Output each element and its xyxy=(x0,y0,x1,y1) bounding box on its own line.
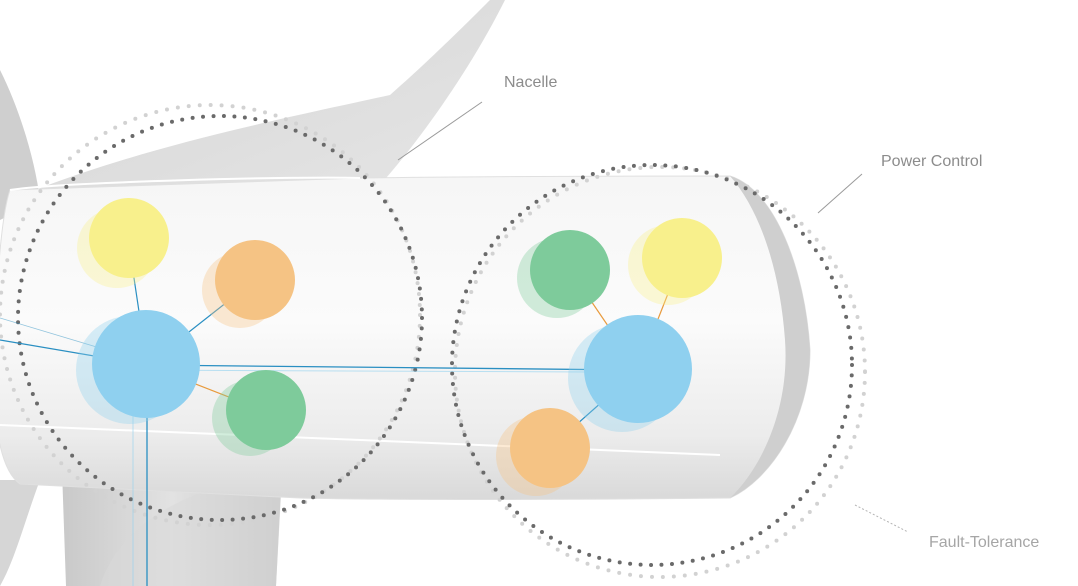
tower xyxy=(62,470,282,586)
turbine-blades xyxy=(0,0,505,586)
left-ring-light xyxy=(0,103,422,527)
right-ring-light xyxy=(453,165,867,579)
power-control-leader xyxy=(817,173,863,214)
left-green-node xyxy=(226,370,306,450)
nacelle-leader xyxy=(397,101,483,161)
right-orange-node xyxy=(510,408,590,488)
right-blue-node xyxy=(584,315,692,423)
leader-lines xyxy=(397,101,909,533)
diagram-labels: Nacelle Power Control Fault-Tolerance xyxy=(504,74,1039,551)
fault-tolerance-label: Fault-Tolerance xyxy=(929,534,1039,551)
nacelle-label: Nacelle xyxy=(504,74,557,91)
right-ring-dark xyxy=(450,163,854,567)
right-node-cluster xyxy=(496,218,722,496)
left-orange-node xyxy=(215,240,295,320)
right-yellow-node xyxy=(642,218,722,298)
power-control-label: Power Control xyxy=(881,153,982,170)
left-node-cluster xyxy=(76,198,306,456)
left-blue-node xyxy=(92,310,200,418)
dotted-rings xyxy=(0,103,867,579)
right-green-node xyxy=(530,230,610,310)
left-yellow-node xyxy=(89,198,169,278)
fault-tolerance-leader xyxy=(854,504,909,533)
left-ring-dark xyxy=(16,114,424,522)
